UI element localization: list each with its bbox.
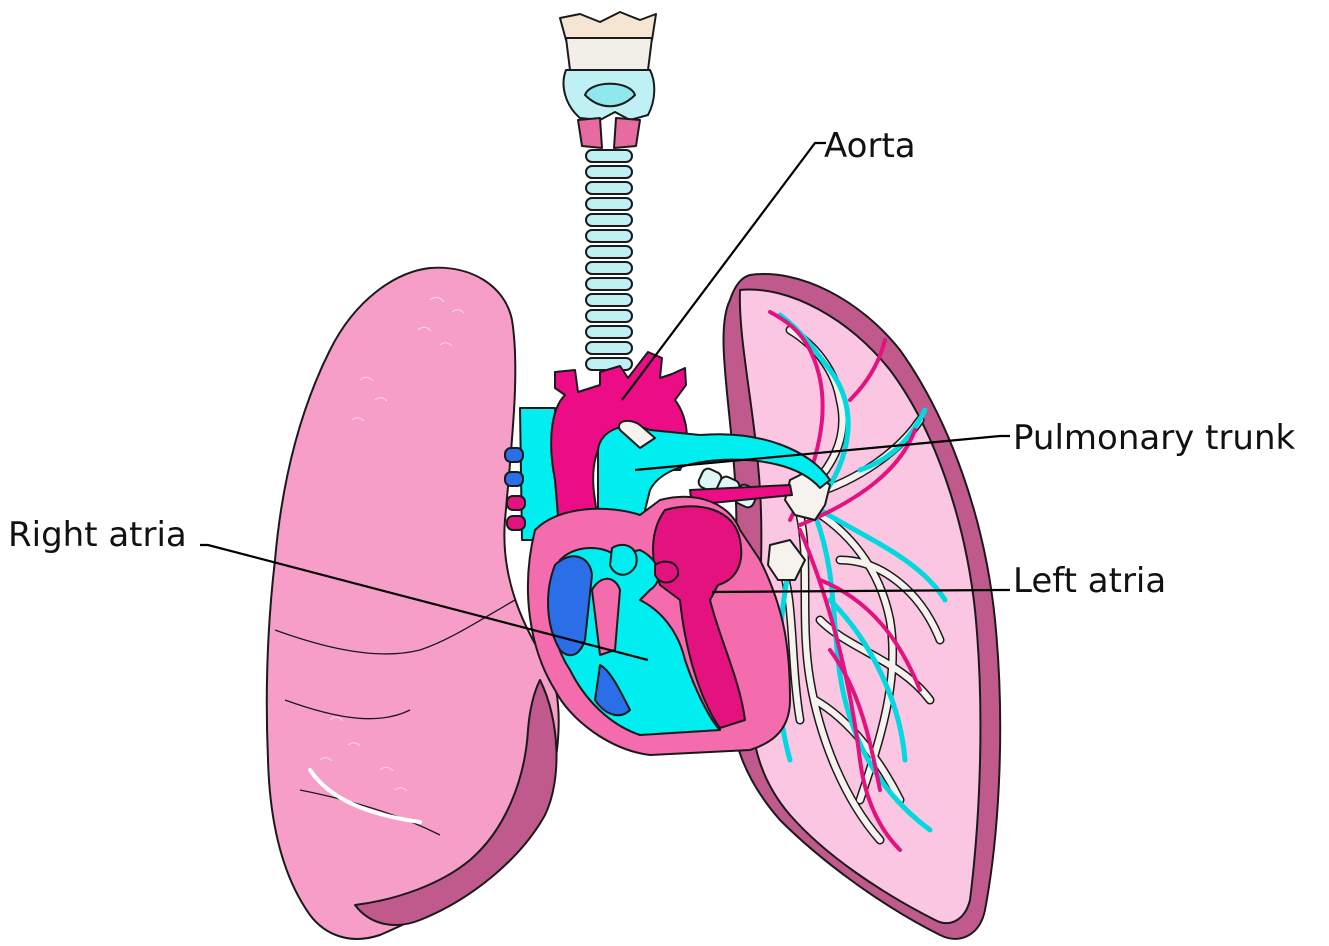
right-lung: [267, 268, 559, 939]
label-aorta: Aorta: [824, 126, 916, 166]
label-right-atria: Right atria: [8, 515, 187, 555]
label-left-atria: Left atria: [1013, 561, 1166, 601]
label-pulmonary-trunk: Pulmonary trunk: [1013, 418, 1296, 458]
